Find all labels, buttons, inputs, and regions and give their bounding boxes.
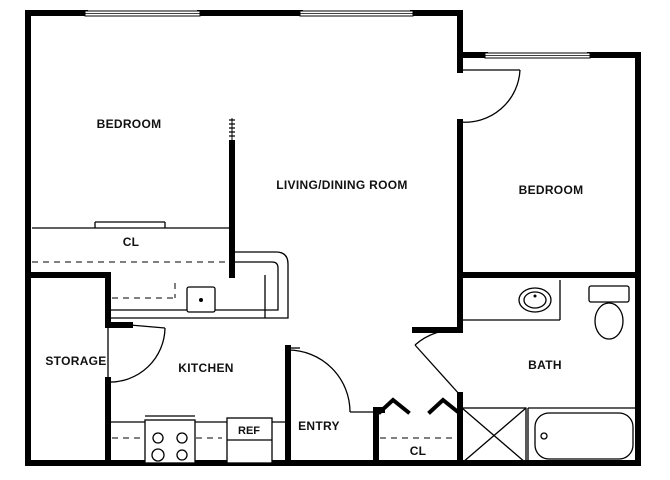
window-left-bedroom — [84, 10, 201, 17]
bath-door — [414, 329, 461, 396]
label-living-dining-room: LIVING/DINING ROOM — [276, 178, 407, 192]
bedroom-wall-stub — [229, 118, 235, 140]
exterior-walls — [25, 10, 641, 466]
bath-fixtures — [460, 280, 638, 464]
label-bath: BATH — [528, 358, 562, 372]
label-refrigerator: REF — [238, 425, 260, 437]
kitchen-sink-icon — [186, 286, 216, 313]
entry-closet-bifold-door — [377, 397, 461, 439]
toilet-icon — [588, 285, 630, 340]
stove-icon — [144, 415, 196, 464]
kitchen-lower-counter — [108, 415, 288, 464]
label-storage: STORAGE — [45, 354, 106, 368]
label-left-bedroom: BEDROOM — [97, 117, 162, 131]
window-living-room — [299, 10, 414, 17]
entry-door — [287, 347, 376, 413]
label-kitchen: KITCHEN — [178, 361, 233, 375]
bathtub-icon — [527, 407, 638, 463]
label-bedroom-closet: CL — [123, 235, 140, 249]
refrigerator-icon — [226, 417, 273, 464]
right-bedroom-door — [459, 69, 521, 123]
storage-door — [107, 324, 166, 383]
room-labels: BEDROOM LIVING/DINING ROOM BEDROOM CL ST… — [45, 117, 583, 458]
label-entry: ENTRY — [298, 419, 340, 433]
window-right-bedroom — [484, 52, 591, 59]
label-entry-closet: CL — [410, 444, 427, 458]
kitchen-upper-counter — [108, 251, 289, 319]
label-right-bedroom: BEDROOM — [519, 183, 584, 197]
bedroom-closet — [32, 221, 230, 263]
shower-icon — [461, 407, 527, 464]
bath-sink-icon — [518, 287, 552, 313]
doors — [107, 69, 521, 439]
